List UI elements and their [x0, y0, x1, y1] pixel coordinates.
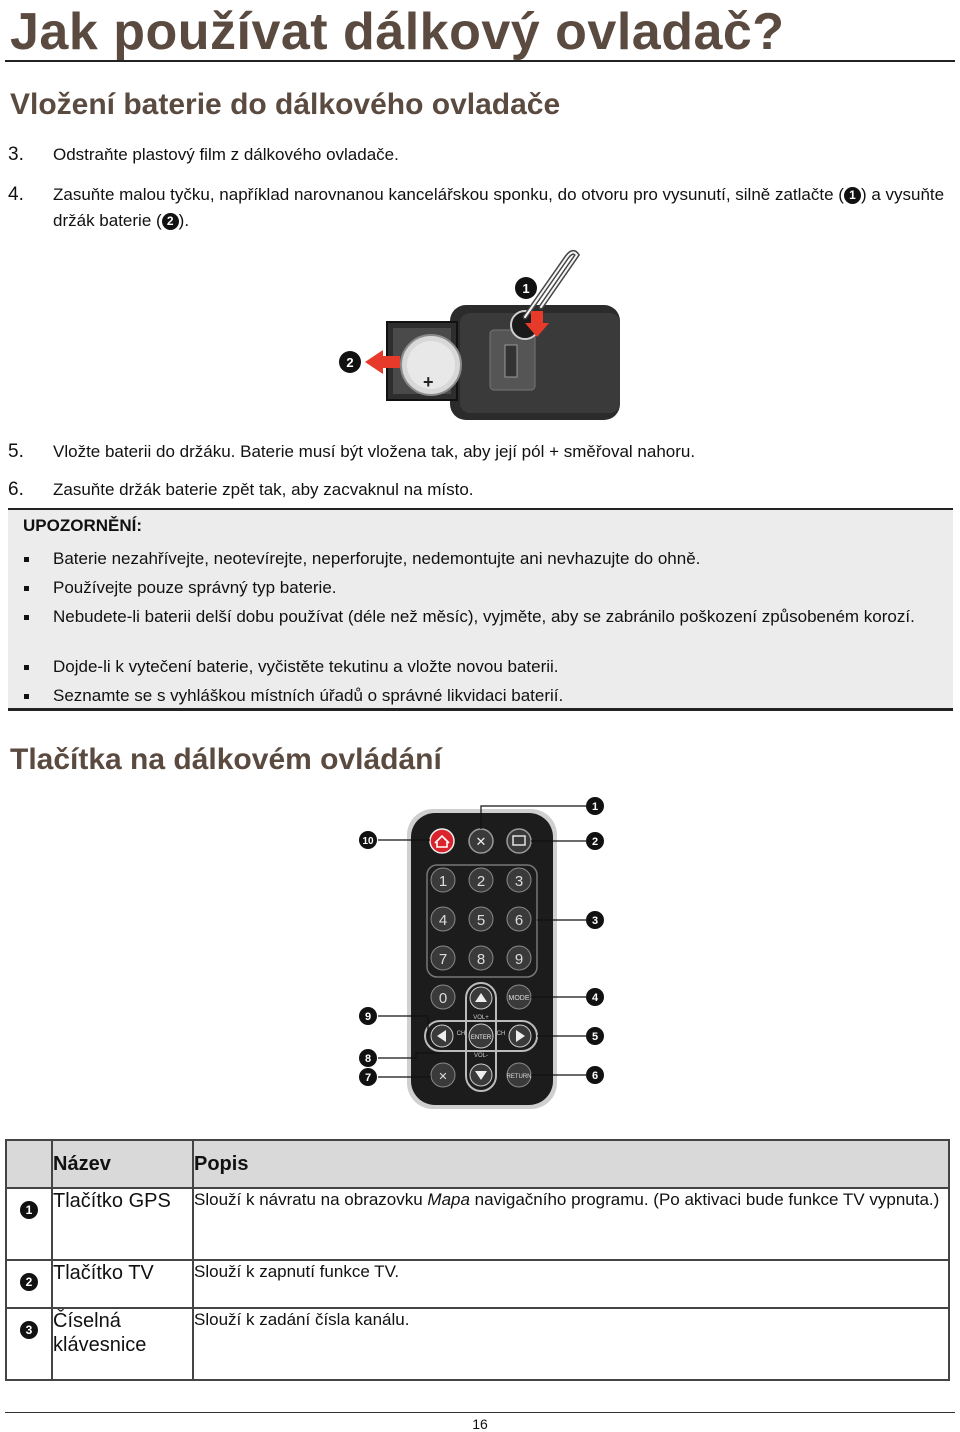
svg-text:6: 6 [515, 912, 523, 929]
page-title: Jak používat dálkový ovladač? [10, 3, 785, 61]
button-name: Tlačítko TV [51, 1259, 194, 1309]
button-name: Tlačítko GPS [51, 1187, 194, 1261]
svg-text:0: 0 [439, 990, 447, 1007]
svg-text:2: 2 [346, 355, 353, 370]
svg-text:10: 10 [362, 836, 374, 847]
svg-text:9: 9 [515, 951, 523, 968]
table-header-row: Název Popis [5, 1139, 950, 1189]
battery-insertion-figure: + 1 2 [339, 249, 620, 420]
warning-heading: UPOZORNĚNÍ: [23, 516, 142, 535]
home-button [429, 828, 455, 854]
header-description: Popis [192, 1139, 950, 1189]
callout-1 [515, 277, 537, 299]
push-arrow [525, 311, 549, 337]
button-description: Slouží k zapnutí funkce TV. [192, 1259, 950, 1309]
svg-text:MODE: MODE [509, 995, 530, 1002]
svg-text:3: 3 [592, 915, 598, 927]
keypad-frame [426, 864, 538, 978]
svg-text:5: 5 [477, 912, 485, 929]
svg-text:1: 1 [439, 873, 447, 890]
gps-icon: ✕ [476, 834, 487, 849]
buttons-section-heading: Tlačítka na dálkovém ovládání [10, 743, 442, 776]
step-number: 5. [8, 441, 24, 462]
svg-text:8: 8 [365, 1053, 371, 1065]
row-marker: 3 [20, 1321, 38, 1339]
battery-plus-sign: + [423, 372, 434, 392]
svg-text:1: 1 [592, 801, 598, 813]
table-row: 3 Číselná klávesnice Slouží k zadání čís… [5, 1307, 950, 1381]
mute-button [430, 1062, 456, 1088]
title-divider [5, 60, 955, 62]
svg-text:2: 2 [477, 873, 485, 890]
button-description: Slouží k návratu na obrazovku Mapa navig… [192, 1187, 950, 1261]
callout-marker: 1 [843, 187, 861, 204]
svg-text:RETURN: RETURN [507, 1074, 532, 1080]
header-name: Název [51, 1139, 194, 1189]
svg-text:4: 4 [439, 912, 447, 929]
svg-text:CH: CH [497, 1031, 506, 1037]
button-description-table: Název Popis 1 Tlačítko GPS Slouží k návr… [5, 1139, 950, 1381]
battery-section-heading: Vložení baterie do dálkového ovladače [10, 88, 561, 121]
svg-text:2: 2 [592, 836, 598, 848]
row-marker: 1 [20, 1201, 38, 1219]
home-icon [434, 834, 450, 848]
step-number: 3. [8, 144, 24, 165]
svg-text:1: 1 [522, 281, 529, 296]
warning-box: UPOZORNĚNÍ: Baterie nezahřívejte, neotev… [8, 508, 953, 711]
numeric-keypad: 1 2 3 4 5 6 7 8 9 0 [430, 867, 532, 1010]
svg-text:8: 8 [477, 951, 485, 968]
slot-detail [504, 344, 518, 378]
tv-button [506, 828, 532, 854]
dpad-vertical [465, 982, 497, 1092]
table-row: 2 Tlačítko TV Slouží k zapnutí funkce TV… [5, 1259, 950, 1309]
step-text: Zasuňte malou tyčku, například narovnano… [53, 185, 945, 230]
step-number: 4. [8, 184, 24, 205]
svg-text:CH: CH [457, 1031, 466, 1037]
svg-text:6: 6 [592, 1070, 598, 1082]
row-marker: 2 [20, 1273, 38, 1291]
svg-text:VOL-: VOL- [474, 1053, 488, 1059]
svg-text:ENTER: ENTER [471, 1035, 492, 1041]
svg-text:7: 7 [365, 1072, 371, 1084]
slide-out-arrow [365, 350, 400, 374]
svg-text:5: 5 [592, 1031, 598, 1043]
mute-icon: ✕ [438, 1071, 447, 1083]
svg-text:VOL+: VOL+ [473, 1015, 489, 1021]
remote-control-figure: ✕ 1 2 3 4 5 6 7 8 9 0 MODE VOL+ CH ENTER… [359, 797, 604, 1109]
table-row: 1 Tlačítko GPS Slouží k návratu na obraz… [5, 1187, 950, 1261]
step-text: Zasuňte držák baterie zpět tak, aby zacv… [53, 480, 474, 499]
callout-marker: 2 [161, 213, 179, 230]
page-number: 16 [472, 1416, 488, 1432]
step-number: 6. [8, 479, 24, 500]
button-name: Číselná klávesnice [51, 1307, 194, 1381]
step-4: 4. Zasuňte malou tyčku, například narovn… [8, 182, 953, 236]
enter-button [468, 1023, 494, 1049]
tv-icon [512, 835, 526, 846]
svg-text:9: 9 [365, 1011, 371, 1023]
step-text: Odstraňte plastový film z dálkového ovla… [53, 145, 399, 164]
button-description: Slouží k zadání čísla kanálu. [192, 1307, 950, 1381]
svg-text:4: 4 [592, 992, 599, 1004]
remote-callouts: 1 2 3 4 5 6 7 8 9 10 [359, 797, 604, 1086]
callout-2 [339, 351, 361, 373]
footer-divider [5, 1412, 955, 1413]
step-text: Vložte baterii do držáku. Baterie musí b… [53, 442, 696, 461]
svg-text:7: 7 [439, 951, 447, 968]
svg-text:3: 3 [515, 873, 523, 890]
